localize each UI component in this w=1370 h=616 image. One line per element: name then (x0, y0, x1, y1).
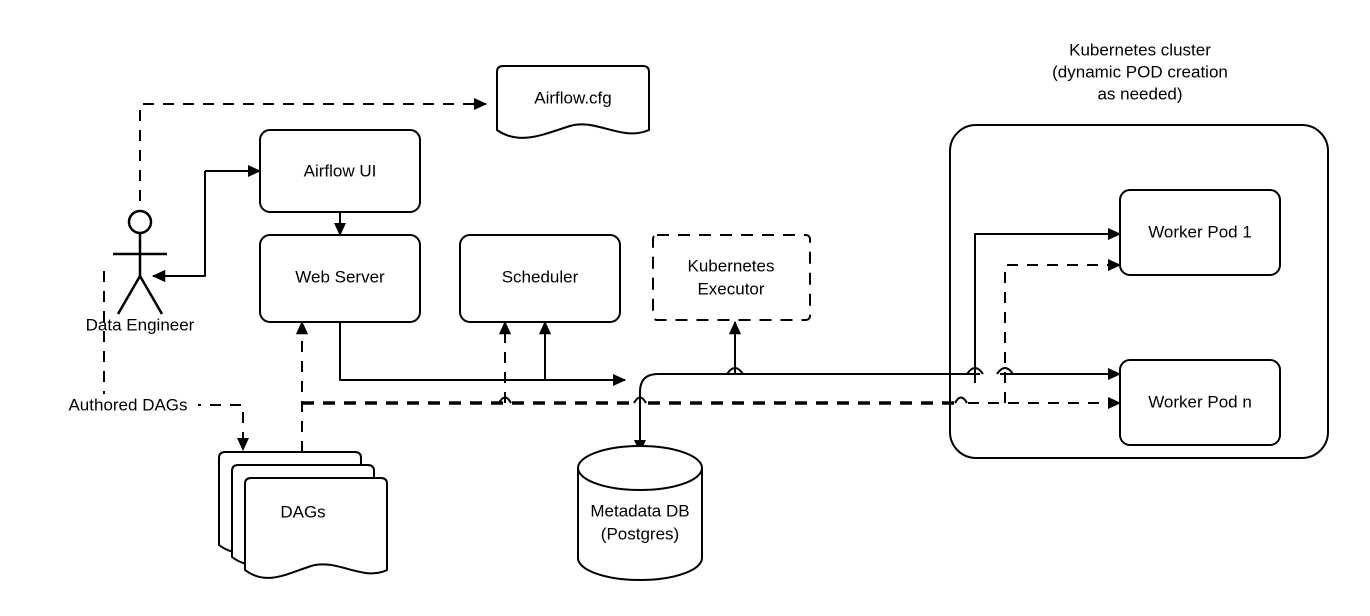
worker-pod-n-label: Worker Pod n (1148, 392, 1252, 411)
edge-scheduler-to-workerpod1 (974, 227, 1122, 383)
hop-dashed-at-640 (633, 396, 647, 404)
kubernetes-executor-box[interactable] (652, 234, 811, 321)
cluster-title-line-3: as needed) (1097, 84, 1182, 103)
actor-left-leg-icon (116, 275, 142, 315)
airflow-ui-label: Airflow UI (304, 161, 377, 180)
edge-authored-dags (103, 271, 250, 452)
actor-right-leg-icon (138, 275, 164, 315)
scheduler-box[interactable] (459, 234, 621, 323)
scheduler-label: Scheduler (502, 267, 579, 286)
node-airflow-ui[interactable]: Airflow UI (259, 129, 421, 213)
web-server-box[interactable] (259, 234, 421, 323)
cluster-title-line-1: Kubernetes cluster (1069, 40, 1211, 59)
node-worker-pod-n[interactable]: Worker Pod n (1119, 359, 1281, 446)
actor-head-icon (127, 209, 153, 235)
metadata-db-body[interactable] (577, 467, 703, 581)
airflow-cfg-label: Airflow.cfg (534, 88, 611, 107)
metadata-db-label-line-1: Metadata DB (590, 501, 689, 520)
web-server-label: Web Server (295, 267, 385, 286)
hop-solid-at-1005 (996, 367, 1014, 375)
actor-label: Data Engineer (86, 315, 195, 334)
actor-data-engineer: Data Engineer (86, 209, 195, 334)
edge-metadatadb-to-webserver (339, 322, 627, 387)
kubernetes-executor-label-line-2: Executor (697, 279, 764, 298)
metadata-db-top[interactable] (577, 445, 703, 491)
kubernetes-cluster-boundary (949, 124, 1329, 459)
node-worker-pod-1[interactable]: Worker Pod 1 (1119, 189, 1281, 276)
edge-bus-solid-lower (639, 373, 968, 403)
worker-pod-1-box[interactable] (1119, 189, 1281, 276)
airflow-ui-box[interactable] (259, 129, 421, 213)
worker-pod-n-box[interactable] (1119, 359, 1281, 446)
dags-label: DAGs (280, 502, 325, 521)
node-kubernetes-executor[interactable]: Kubernetes Executor (652, 234, 811, 321)
airflow-cfg-document-shape[interactable] (496, 65, 650, 139)
kubernetes-executor-label-line-1: Kubernetes (688, 256, 775, 275)
worker-pod-1-label: Worker Pod 1 (1148, 222, 1252, 241)
node-airflow-cfg[interactable]: Airflow.cfg (496, 65, 650, 139)
hop-dashed-at-505 (498, 396, 512, 404)
hop-dashed-at-961 (954, 396, 968, 404)
hop-solid-at-975 (966, 367, 984, 375)
metadata-db-label-line-2: (Postgres) (601, 524, 679, 543)
node-web-server[interactable]: Web Server (259, 234, 421, 323)
node-dags[interactable]: DAGs (218, 451, 388, 579)
edge-dashed-to-workerpod1 (1004, 258, 1122, 403)
node-scheduler[interactable]: Scheduler (459, 234, 621, 323)
hop-solid-at-735 (726, 367, 744, 375)
dags-document-front[interactable] (244, 477, 388, 579)
kubernetes-cluster-group: Kubernetes cluster (dynamic POD creation… (949, 40, 1329, 459)
edge-engineer-to-airflowcfg (139, 97, 488, 221)
edge-label-authored-dags-text: Authored DAGs (68, 395, 187, 414)
cluster-title-line-2: (dynamic POD creation (1052, 62, 1228, 81)
edge-airflowui-to-engineer (151, 171, 206, 283)
node-metadata-db[interactable]: Metadata DB (Postgres) (577, 445, 703, 581)
line-hop-arcs (498, 367, 1014, 404)
authored-dags-label-backdrop (58, 394, 198, 416)
